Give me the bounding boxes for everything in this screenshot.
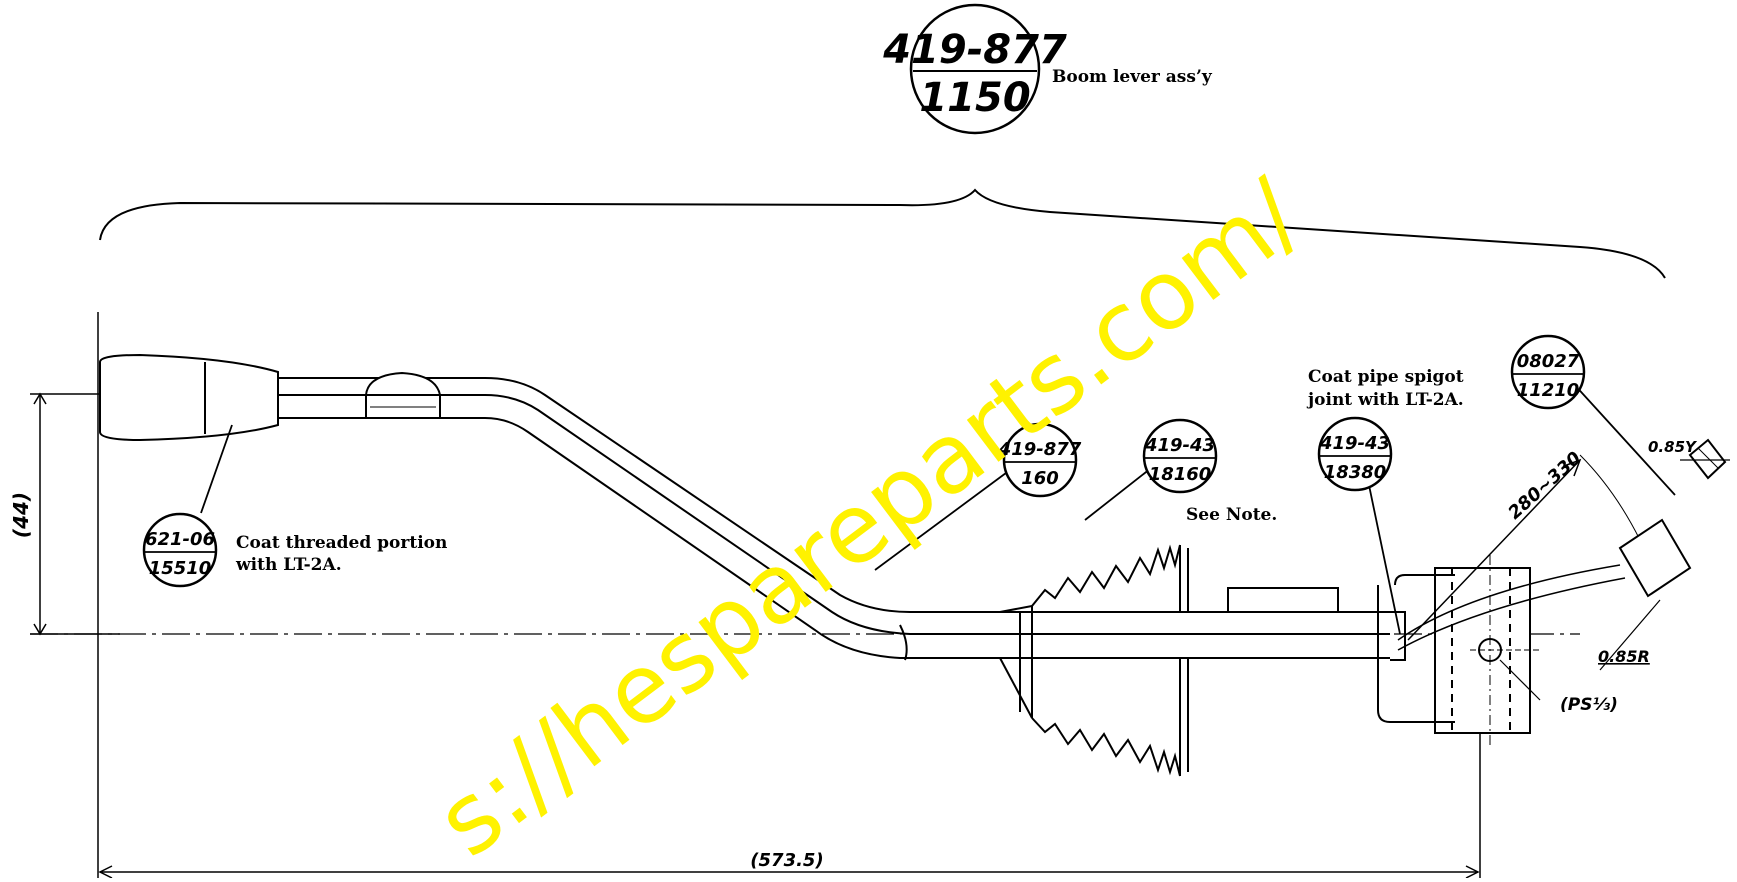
thread-label: (PS⅓) (1560, 695, 1618, 715)
title-bubble: 419-877 1150 (882, 3, 1067, 135)
wire-bottom-label: 0.85R (1598, 647, 1650, 666)
callout-connector-qty: 11210 (1517, 380, 1580, 401)
title-label: Boom lever ass’y (1052, 67, 1213, 87)
rubber-boot (999, 544, 1189, 777)
stop-pin (1227, 587, 1339, 613)
callout-lever: 419-877 160 (998, 422, 1082, 498)
callout-lever-part: 419-877 (998, 439, 1082, 460)
callout-boot-note: See Note. (1186, 505, 1277, 525)
wire-harness (1397, 454, 1641, 651)
cable-length-label: 280~330 (1504, 448, 1585, 524)
callout-lever-qty: 160 (1021, 468, 1059, 489)
title-part-number: 419-877 (882, 27, 1067, 73)
callout-grip-note-1: Coat threaded portion (236, 533, 447, 553)
callout-grip-qty: 15510 (149, 558, 212, 579)
wire-bottom-leader (1599, 599, 1661, 671)
callout-boot-qty: 18160 (1149, 464, 1212, 485)
callout-spigot: 419-43 18380 (1317, 416, 1393, 492)
length-dimension-label: (573.5) (750, 850, 823, 871)
assembly-brace (99, 188, 1666, 279)
callout-spigot-qty: 18380 (1324, 462, 1387, 483)
callout-spigot-note-2: joint with LT-2A. (1306, 390, 1464, 410)
height-dimension-label: (44) (9, 492, 33, 538)
title-quantity: 1150 (919, 75, 1030, 121)
callout-grip-part: 621-06 (145, 529, 215, 550)
callout-boot: 419-43 18160 (1142, 418, 1218, 494)
cable-length-dimension (1407, 458, 1582, 641)
callout-spigot-note-1: Coat pipe spigot (1308, 367, 1464, 387)
callout-boot-part: 419-43 (1144, 435, 1215, 456)
callout-connector-part: 08027 (1517, 351, 1580, 372)
callout-spigot-part: 419-43 (1319, 433, 1390, 454)
thread-leader (1499, 659, 1541, 701)
callout-grip-note-2: with LT-2A. (235, 555, 342, 575)
dome-nut (365, 371, 441, 419)
callout-grip: 621-06 15510 (142, 512, 218, 588)
callout-connector: 08027 11210 (1510, 334, 1586, 410)
connector-body (1618, 438, 1727, 598)
wire-top-label: 0.85Y (1648, 438, 1698, 456)
lever-rod (278, 377, 1390, 661)
grip-knob (99, 353, 279, 442)
